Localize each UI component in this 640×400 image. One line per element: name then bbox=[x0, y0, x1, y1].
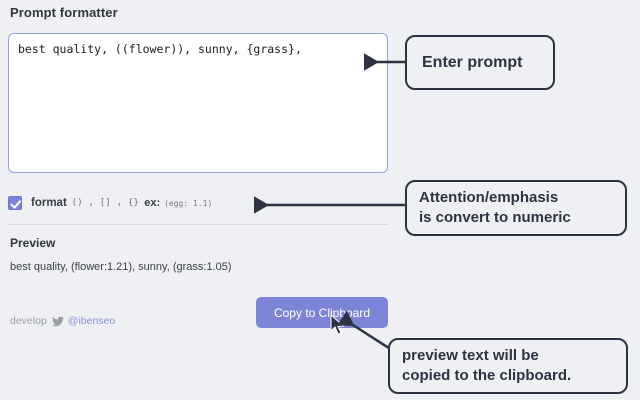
twitter-bird-icon bbox=[51, 316, 64, 327]
annotation-enter-prompt: Enter prompt bbox=[405, 35, 555, 90]
preview-heading: Preview bbox=[10, 236, 56, 250]
footer: develop @ibenseo bbox=[10, 315, 115, 327]
annotation-clipboard-line2: copied to the clipboard. bbox=[402, 367, 572, 384]
format-example-label: ex: bbox=[144, 197, 161, 209]
section-divider bbox=[8, 224, 388, 225]
develop-label: develop bbox=[10, 315, 47, 327]
page-title: Prompt formatter bbox=[10, 5, 118, 20]
annotation-enter-prompt-text: Enter prompt bbox=[422, 53, 523, 71]
annotation-clipboard-line1: preview text will be bbox=[402, 347, 539, 364]
format-checkbox[interactable] bbox=[8, 196, 22, 210]
twitter-handle-link[interactable]: @ibenseo bbox=[67, 315, 116, 327]
format-option-row: format () , [] , {} ex: (egg: 1.1) bbox=[8, 194, 212, 212]
format-label: format bbox=[31, 197, 67, 209]
annotation-attention-line1: Attention/emphasis bbox=[419, 189, 559, 206]
copy-to-clipboard-button[interactable]: Copy to Clipboard bbox=[256, 297, 388, 328]
annotation-attention-line2: is convert to numeric bbox=[419, 209, 571, 226]
annotation-clipboard: preview text will be copied to the clipb… bbox=[388, 338, 628, 394]
annotation-attention-emphasis: Attention/emphasis is convert to numeric bbox=[405, 180, 627, 236]
prompt-input[interactable] bbox=[8, 33, 388, 173]
app-panel: Prompt formatter format () , [] , {} ex:… bbox=[0, 0, 400, 400]
format-example-value: (egg: 1.1) bbox=[164, 198, 213, 208]
preview-text: best quality, (flower:1.21), sunny, (gra… bbox=[10, 261, 232, 273]
format-bracket-types: () , [] , {} bbox=[71, 198, 140, 208]
